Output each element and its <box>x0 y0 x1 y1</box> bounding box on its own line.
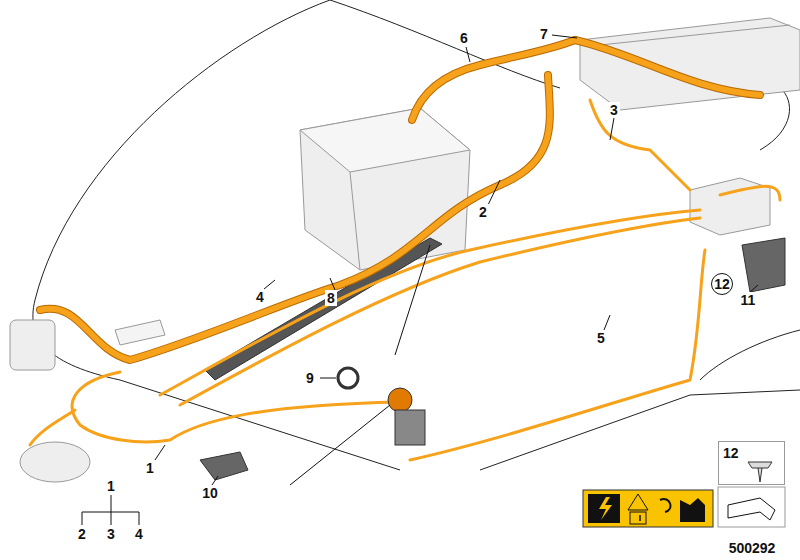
callout-number: 4 <box>133 526 145 542</box>
callout-number: 6 <box>458 30 470 46</box>
bracket-9 <box>338 368 358 388</box>
callout-number: 9 <box>304 370 316 386</box>
callout-circle: 12 <box>711 273 733 295</box>
diagram-number: 500292 <box>727 540 778 556</box>
callout-number: 1 <box>144 460 156 476</box>
callout-number: 5 <box>595 330 607 346</box>
callout-number: 11 <box>739 292 758 308</box>
rail-8 <box>205 238 442 380</box>
callout-number: 3 <box>608 102 620 118</box>
parts-box: 12 <box>718 441 785 485</box>
callout-number: 12 <box>714 276 730 292</box>
callout-number: 4 <box>254 289 266 305</box>
callout-number: 8 <box>325 290 337 306</box>
hv-cables <box>30 40 780 460</box>
callout-number: 2 <box>477 204 489 220</box>
car-outline <box>33 0 800 470</box>
callout-number: 7 <box>538 26 550 42</box>
callout-number: 3 <box>105 526 117 542</box>
charge-socket <box>388 388 425 445</box>
bracket-10 <box>200 452 248 480</box>
leader-lines <box>82 35 758 525</box>
components <box>10 18 800 482</box>
bracket-11 <box>742 238 785 292</box>
callout-number: 10 <box>200 485 220 501</box>
parts-box-graphics <box>718 462 785 527</box>
callout-number: 1 <box>105 478 117 494</box>
callout-number: 2 <box>76 526 88 542</box>
warning-label <box>583 490 713 527</box>
callout-number: 12 <box>723 445 780 461</box>
